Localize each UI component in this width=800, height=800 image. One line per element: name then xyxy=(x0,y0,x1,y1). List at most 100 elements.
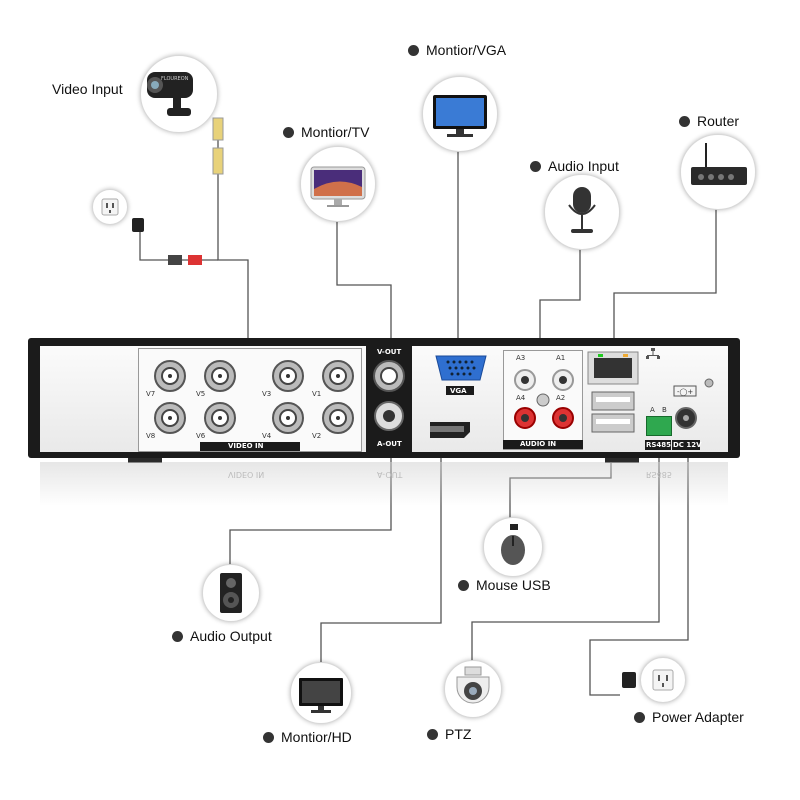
audio-channel-label: A1 xyxy=(556,354,566,362)
dc-jack: -◯+ xyxy=(673,385,697,429)
wall-outlet-icon xyxy=(652,669,674,691)
audio-in-label: AUDIO IN xyxy=(520,440,557,448)
v-out-label: V-OUT xyxy=(377,348,402,356)
bullet-dot xyxy=(263,731,274,743)
wire-camera xyxy=(217,118,249,352)
monitor-vga-label: Montior/VGA xyxy=(408,42,506,58)
dc-label: DC 12V xyxy=(673,441,702,449)
reflection-text: VIDEO IN xyxy=(228,470,265,479)
video-in-strip xyxy=(200,442,300,451)
monitor-tv-circle xyxy=(300,146,376,222)
mouse-circle xyxy=(483,517,543,577)
rs485-strip xyxy=(645,440,671,450)
mouse-usb-label: Mouse USB xyxy=(458,577,551,593)
bullet-dot xyxy=(634,711,645,723)
audio-channel-label: A3 xyxy=(516,354,526,362)
router-label: Router xyxy=(679,113,739,129)
rs485-terminal-icon xyxy=(646,416,672,436)
lan-usb-ports xyxy=(587,351,639,433)
a-out-label: A-OUT xyxy=(377,440,402,448)
channel-label: V2 xyxy=(312,432,322,440)
dc-strip xyxy=(672,440,700,450)
audio-input-circle xyxy=(544,174,620,250)
svg-text:-◯+: -◯+ xyxy=(677,388,693,396)
bullet-dot xyxy=(679,115,690,127)
bnc-icon xyxy=(154,360,354,434)
screw-icon xyxy=(536,393,550,407)
bullet-dot xyxy=(408,44,419,56)
bullet-dot xyxy=(530,160,541,172)
wire-router xyxy=(613,205,717,352)
camera-circle: FLOUREON xyxy=(140,55,218,133)
terminal-b-label: B xyxy=(662,406,667,414)
monitor-hd-label: Montior/HD xyxy=(263,729,352,745)
audio-in-strip xyxy=(503,440,583,449)
wire-power xyxy=(589,452,689,696)
vga-label: VGA xyxy=(450,387,467,395)
svg-text:FLOUREON: FLOUREON xyxy=(161,76,189,82)
bnc-connectors xyxy=(154,360,354,434)
microphone-icon xyxy=(568,187,596,233)
monitor-icon xyxy=(433,95,487,137)
ground-screw-icon xyxy=(704,378,714,388)
audio-channel-label: A2 xyxy=(556,394,566,402)
wire-audio-input xyxy=(539,240,581,360)
channel-label: V8 xyxy=(146,432,156,440)
monitor-vga-circle xyxy=(422,76,498,152)
audio-input-label: Audio Input xyxy=(530,158,619,174)
wire-ptz xyxy=(471,452,660,662)
audio-output-label: Audio Output xyxy=(172,628,272,644)
dvr-foot xyxy=(605,458,639,463)
power-outlet-circle xyxy=(640,657,686,703)
bullet-dot xyxy=(283,126,294,138)
channel-label: V3 xyxy=(262,390,272,398)
wire-monitor-hd xyxy=(320,450,442,665)
power-adapter-small-icon xyxy=(132,218,144,232)
bullet-dot xyxy=(427,728,438,740)
audio-in-connectors xyxy=(514,369,574,429)
bullet-dot xyxy=(172,630,183,642)
network-icon xyxy=(646,348,660,359)
monitor-hd-circle xyxy=(290,662,352,724)
camera-plug-icon xyxy=(212,117,224,141)
speaker-circle xyxy=(202,564,260,622)
video-input-label: Video Input xyxy=(52,81,123,97)
power-adapter-label: Power Adapter xyxy=(634,709,744,725)
channel-label: V7 xyxy=(146,390,156,398)
channel-label: V4 xyxy=(262,432,272,440)
reflection-text: A-OUT xyxy=(377,470,403,479)
dvr-reflection xyxy=(40,462,728,506)
imac-monitor-icon xyxy=(310,166,366,207)
monitor-icon xyxy=(299,678,343,713)
ptz-circle xyxy=(444,660,502,718)
speaker-icon xyxy=(220,573,242,613)
reflection-text: RS485 xyxy=(646,470,672,479)
audio-channel-label: A4 xyxy=(516,394,526,402)
channel-label: V6 xyxy=(196,432,206,440)
monitor-tv-label: Montior/TV xyxy=(283,124,369,140)
ptz-camera-icon xyxy=(456,666,490,704)
mouse-icon xyxy=(501,524,525,565)
channel-label: V5 xyxy=(196,390,206,398)
av-out-connectors xyxy=(373,360,405,431)
rs485-label: RS485 xyxy=(646,441,672,449)
ptz-label: PTZ xyxy=(427,726,471,742)
video-in-label: VIDEO IN xyxy=(228,442,264,450)
channel-label: V1 xyxy=(312,390,322,398)
router-icon xyxy=(691,143,747,185)
wire-monitor-tv xyxy=(336,200,392,352)
outlet-circle xyxy=(92,189,128,225)
router-circle xyxy=(680,134,756,210)
power-adapter-small-icon xyxy=(622,672,636,688)
wall-outlet-icon xyxy=(101,198,119,216)
bullet-camera-icon: FLOUREON xyxy=(147,72,193,116)
power-plug-icon xyxy=(168,255,182,265)
terminal-a-label: A xyxy=(650,406,655,414)
dvr-foot xyxy=(128,458,162,463)
bullet-dot xyxy=(458,579,469,591)
power-plug-icon xyxy=(188,255,202,265)
camera-plug-icon xyxy=(212,147,224,175)
vga-hdmi-ports xyxy=(430,355,487,438)
